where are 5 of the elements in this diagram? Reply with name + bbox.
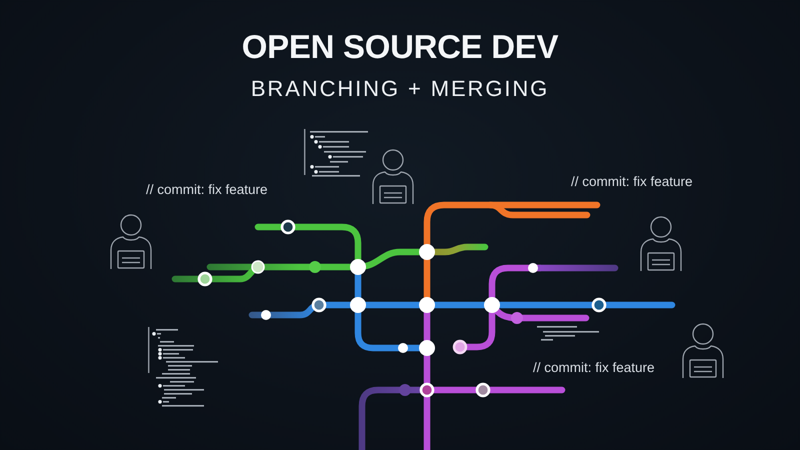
commit-comment: // commit: fix feature (533, 360, 655, 376)
commit-comment: // commit: fix feature (571, 174, 693, 190)
subtitle: BRANCHING + MERGING (250, 76, 550, 102)
commit-comment: // commit: fix feature (146, 182, 268, 198)
title: OPEN SOURCE DEV (242, 29, 558, 66)
